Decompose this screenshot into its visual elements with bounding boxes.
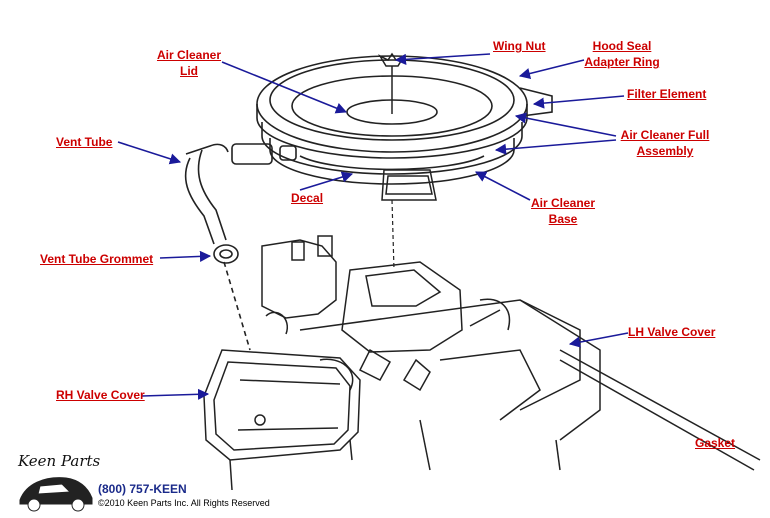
arrow-air-cleaner-lid	[221, 61, 348, 114]
label-rh-valve-cover[interactable]: RH Valve Cover	[56, 388, 145, 402]
arrow-rh-valve-cover	[141, 388, 210, 400]
label-decal[interactable]: Decal	[291, 191, 324, 205]
label-air-cleaner-base-line2: Base	[548, 212, 578, 226]
grommet-art	[213, 244, 239, 264]
air-cleaner-lid-art	[256, 55, 553, 185]
label-filter-element[interactable]: Filter Element	[627, 87, 707, 101]
label-gasket[interactable]: Gasket	[695, 436, 736, 450]
keen-parts-logo: Keen Parts	[18, 452, 101, 470]
label-wing-nut[interactable]: Wing Nut	[493, 39, 546, 53]
wing-nut-art	[378, 52, 406, 114]
arrow-grommet	[159, 250, 212, 262]
footer-phone: (800) 757-KEEN	[98, 482, 187, 496]
arrow-filter-element	[532, 95, 625, 109]
label-full-assembly-line2: Assembly	[636, 144, 694, 158]
label-air-cleaner-base[interactable]: Air Cleaner Base	[530, 195, 596, 227]
arrow-air-cleaner-base	[475, 171, 531, 201]
snorkel-art	[381, 169, 437, 201]
label-full-assembly-line1: Air Cleaner Full	[620, 128, 710, 142]
arrow-lh-valve-cover	[568, 332, 629, 348]
label-vent-tube-grommet[interactable]: Vent Tube Grommet	[40, 252, 154, 266]
logo-car-icon	[19, 477, 93, 512]
label-air-cleaner-lid-line2: Lid	[180, 64, 198, 78]
arrow-full-assembly-b	[494, 139, 617, 155]
arrow-vent-tube	[117, 141, 182, 165]
arrow-full-assembly-a	[514, 112, 617, 137]
label-vent-tube[interactable]: Vent Tube	[56, 135, 113, 149]
label-air-cleaner-lid-line1: Air Cleaner	[156, 48, 222, 62]
vent-tube-art	[184, 143, 297, 351]
label-hood-seal-line2: Adapter Ring	[584, 55, 660, 69]
engine-art	[203, 235, 761, 491]
label-hood-seal-adapter-ring[interactable]: Hood Seal Adapter Ring	[584, 38, 660, 70]
arrow-hood-seal	[518, 59, 585, 79]
label-lh-valve-cover[interactable]: LH Valve Cover	[628, 325, 716, 339]
callout-arrows	[117, 53, 629, 400]
label-air-cleaner-lid[interactable]: Air Cleaner Lid	[152, 47, 226, 79]
label-air-cleaner-full-assembly[interactable]: Air Cleaner Full Assembly	[619, 127, 711, 159]
arrow-wing-nut	[394, 53, 491, 65]
label-air-cleaner-base-line1: Air Cleaner	[530, 196, 596, 210]
footer-copyright: ©2010 Keen Parts Inc. All Rights Reserve…	[98, 498, 270, 508]
arrow-decal	[299, 171, 354, 191]
label-hood-seal-line1: Hood Seal	[592, 39, 652, 53]
